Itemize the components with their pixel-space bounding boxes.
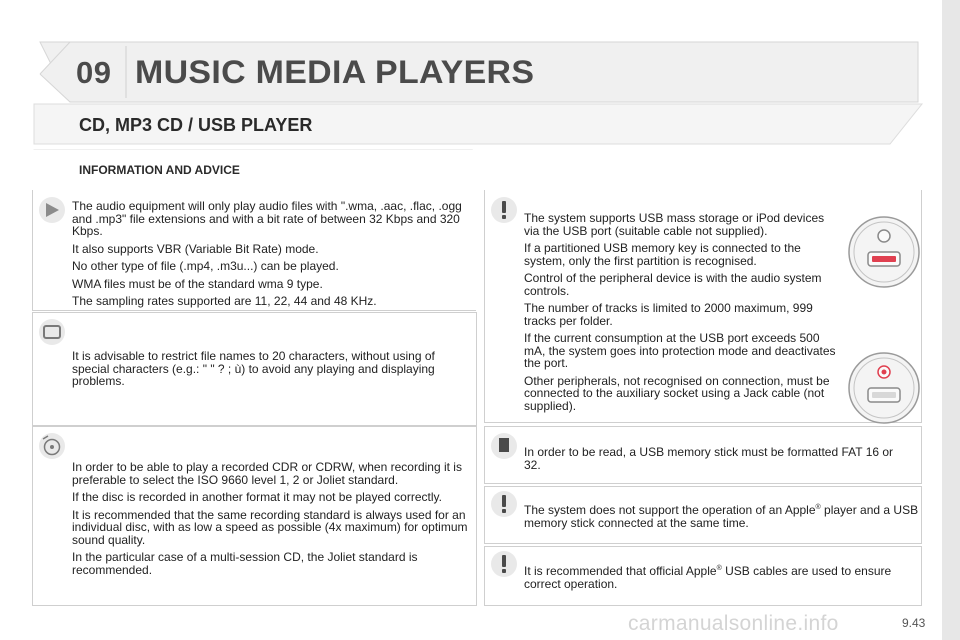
- cdr-panel: [32, 426, 477, 606]
- text: player and a USB memory stick connected …: [524, 503, 919, 530]
- monitor-icon: [39, 319, 65, 345]
- paragraph: The system supports USB mass storage or …: [524, 211, 825, 238]
- registered-mark: ®: [815, 504, 821, 511]
- header-band: [33, 41, 924, 150]
- cdr-text: In order to be able to play a recorded C…: [72, 461, 470, 581]
- page-number: 9.43: [902, 616, 926, 630]
- usb-port-icon: [848, 216, 920, 288]
- paragraph: If the disc is recorded in another forma…: [72, 490, 442, 504]
- text: The system does not support the operatio…: [524, 503, 816, 517]
- paragraph: In order to be read, a USB memory stick …: [524, 445, 894, 472]
- chapter-title: MUSIC MEDIA PLAYERS: [135, 54, 535, 90]
- paragraph: Other peripherals, not recognised on con…: [524, 373, 830, 413]
- paragraph: WMA files must be of the standard wma 9 …: [72, 276, 323, 291]
- warning-icon: [491, 197, 517, 223]
- paragraph: The number of tracks is limited to 2000 …: [524, 301, 813, 328]
- paragraph: It is advisable to restrict file names t…: [72, 349, 435, 388]
- audio-formats-text: The audio equipment will only play audio…: [72, 200, 467, 313]
- info-square-icon: [491, 433, 517, 459]
- paragraph: In order to be able to play a recorded C…: [72, 460, 462, 487]
- file-names-text: It is advisable to restrict file names t…: [72, 350, 467, 393]
- file-names-panel: [32, 312, 477, 426]
- paragraph: Control of the peripheral device is with…: [524, 271, 822, 298]
- chapter-number: 09: [76, 55, 112, 90]
- warning-icon: [491, 491, 517, 517]
- page-edge-strip: [942, 0, 960, 640]
- apple-cables-panel: [484, 546, 922, 606]
- paragraph: No other type of file (.mp4, .m3u...) ca…: [72, 259, 339, 273]
- paragraph: If the current consumption at the USB po…: [524, 331, 836, 370]
- paragraph: The audio equipment will only play audio…: [72, 199, 462, 238]
- registered-mark: ®: [716, 565, 722, 572]
- paragraph: If a partitioned USB memory key is conne…: [524, 241, 801, 268]
- watermark: carmanualsonline.info: [628, 612, 839, 635]
- apple-cables-text: It is recommended that official Apple® U…: [524, 565, 919, 590]
- subsection-title: INFORMATION AND ADVICE: [79, 163, 240, 177]
- cd-icon: [39, 433, 65, 459]
- usb-port-icon: [848, 352, 920, 424]
- warning-icon: [491, 551, 517, 577]
- usb-storage-text: The system supports USB mass storage or …: [524, 212, 842, 417]
- section-title: CD, MP3 CD / USB PLAYER: [79, 115, 313, 135]
- text: USB cables are used to ensure correct op…: [524, 564, 892, 591]
- speaker-icon: [39, 197, 65, 223]
- paragraph: In the particular case of a multi-sessio…: [72, 550, 418, 577]
- apple-player-text: The system does not support the operatio…: [524, 504, 919, 529]
- text: It is recommended that official Apple: [524, 564, 717, 578]
- paragraph: It is recommended that the same recordin…: [72, 507, 468, 547]
- audio-formats-panel: [32, 190, 476, 311]
- paragraph: The sampling rates supported are 11, 22,…: [72, 294, 377, 308]
- apple-player-panel: [484, 486, 922, 544]
- fat-text: In order to be read, a USB memory stick …: [524, 446, 904, 476]
- paragraph: It also supports VBR (Variable Bit Rate)…: [72, 241, 319, 256]
- fat-panel: [484, 426, 922, 484]
